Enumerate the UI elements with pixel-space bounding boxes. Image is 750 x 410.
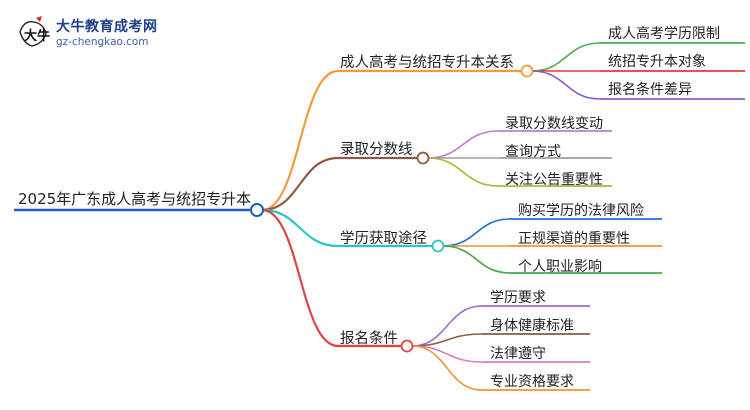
branch-label: 录取分数线 [340, 142, 413, 158]
branch-leaf-edge [427, 130, 499, 159]
leaf-label: 个人职业影响 [518, 259, 602, 275]
logo-mark-icon: 大牛 [19, 16, 50, 47]
site-logo[interactable]: 大牛 大牛教育成考网 gz-chengkao.com [16, 14, 216, 54]
branch-label: 报名条件 [340, 331, 398, 347]
leaf-label: 成人高考学历限制 [608, 26, 720, 42]
branch-node-dot [520, 64, 534, 78]
branch-leaf-edge [531, 70, 601, 100]
leaf-label: 录取分数线变动 [505, 116, 603, 132]
leaf-label: 身体健康标准 [490, 318, 574, 334]
svg-text:大牛: 大牛 [24, 28, 50, 44]
branch-node-dot [416, 151, 430, 165]
logo-title: 大牛教育成考网 [56, 19, 158, 35]
logo-url: gz-chengkao.com [56, 36, 149, 48]
branch-leaf-edge [411, 305, 483, 347]
leaf-label: 查询方式 [505, 144, 561, 160]
root-node-label: 2025年广东成人高考与统招专升本 [18, 190, 252, 208]
branch-node-dot [400, 339, 414, 353]
branch-leaf-edge [427, 157, 499, 187]
branch-leaf-edge [411, 345, 483, 391]
leaf-label: 统招专升本对象 [608, 54, 706, 70]
root-node-dot [250, 203, 264, 217]
root-branch-edge [260, 208, 340, 248]
leaf-label: 关注公告重要性 [505, 172, 603, 188]
branch-leaf-edge [531, 42, 601, 72]
leaf-label: 专业资格要求 [490, 374, 574, 390]
leaf-label: 购买学历的法律风险 [518, 203, 644, 219]
leaf-label: 法律遵守 [490, 346, 546, 362]
leaf-label: 报名条件差异 [608, 82, 692, 98]
branch-label: 学历获取途径 [340, 231, 427, 247]
root-branch-edge [260, 156, 340, 212]
branch-leaf-edge [442, 218, 511, 247]
root-branch-edge [260, 208, 340, 348]
leaf-label: 正规渠道的重要性 [518, 231, 630, 247]
branch-node-dot [431, 239, 445, 253]
branch-leaf-edge [411, 345, 483, 363]
branch-leaf-edge [442, 245, 511, 274]
leaf-label: 学历要求 [490, 290, 546, 306]
root-branch-edge [260, 69, 340, 212]
branch-label: 成人高考与统招专升本关系 [340, 55, 514, 71]
